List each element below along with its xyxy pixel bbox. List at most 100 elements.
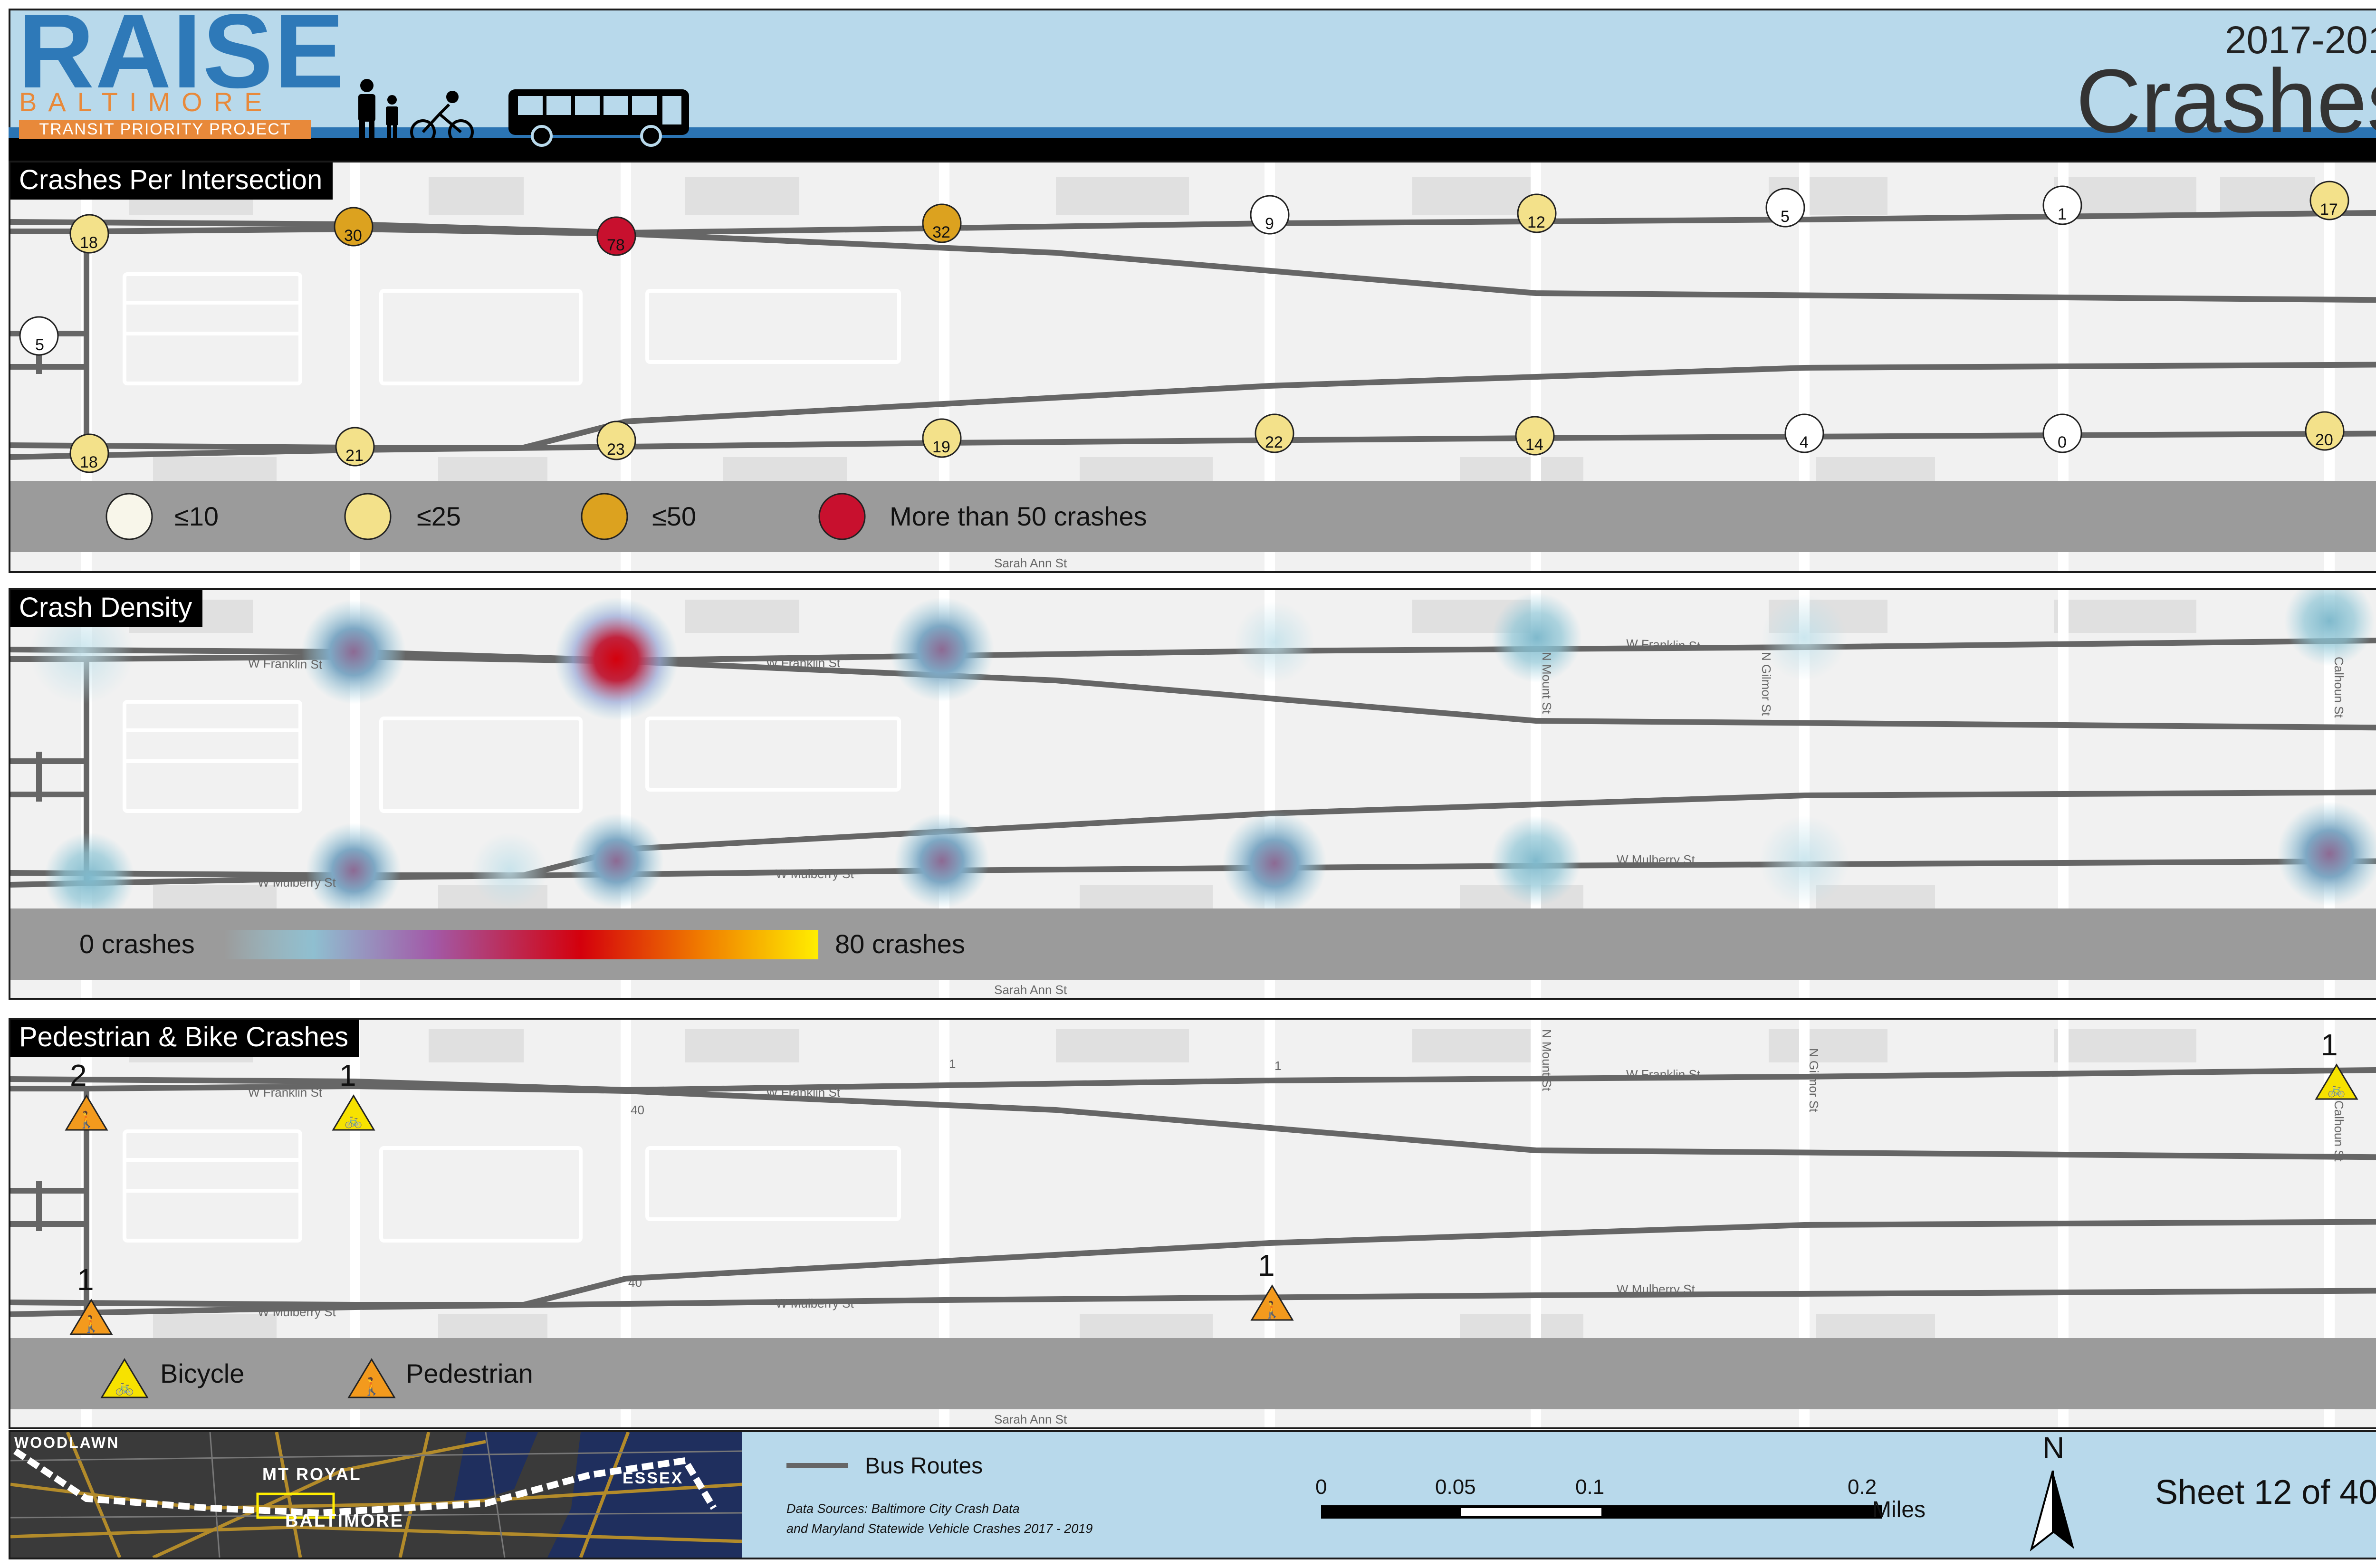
street-label-mulberry-5: W Mulberry St bbox=[776, 1296, 854, 1310]
svg-text:🚶: 🚶 bbox=[81, 1315, 101, 1333]
intersection-count-bottom-9: 20 bbox=[2315, 431, 2333, 449]
scale-tick-0-2: 0.2 bbox=[1848, 1475, 1877, 1499]
intersection-count-top-5: 9 bbox=[1265, 215, 1274, 233]
intersection-count-bottom-3: 23 bbox=[607, 440, 625, 459]
inset-label-baltimore: BALTIMORE bbox=[285, 1511, 404, 1531]
mode-icons bbox=[358, 79, 689, 147]
route-number-1: 1 bbox=[949, 1057, 956, 1071]
crash-count-3: 1 bbox=[2321, 1028, 2338, 1062]
logo-title: RAISE bbox=[18, 0, 345, 110]
scale-unit: Miles bbox=[1872, 1497, 1926, 1522]
legend-label-le50: ≤50 bbox=[652, 501, 697, 531]
street-label-franklin-6: W Franklin St bbox=[1626, 1067, 1701, 1081]
street-label-sarah-ann: Sarah Ann St bbox=[994, 556, 1067, 570]
ped-bike-markers: 🚶 🚲 🚲 🚶 🚶 bbox=[65, 1063, 2358, 1335]
page-title: Crashes bbox=[2076, 51, 2376, 152]
scale-tick-0-05: 0.05 bbox=[1435, 1475, 1476, 1499]
crash-count-4: 1 bbox=[77, 1262, 94, 1297]
north-label: N bbox=[2042, 1431, 2065, 1465]
street-label-mulberry-2: W Mulberry St bbox=[776, 867, 854, 881]
intersection-count-top-9: 17 bbox=[2320, 201, 2338, 219]
year-range: 2017-2019 bbox=[2224, 19, 2376, 62]
panel-title-crashes-per-intersection: Crashes Per Intersection bbox=[10, 163, 333, 200]
svg-text:🚲: 🚲 bbox=[2328, 1082, 2345, 1098]
intersection-count-top-4: 32 bbox=[932, 223, 950, 241]
legend-label-le25: ≤25 bbox=[417, 501, 461, 531]
intersection-count-bottom-1: 18 bbox=[80, 453, 98, 471]
logo-city: BALTIMORE bbox=[19, 87, 274, 117]
svg-text:🚶: 🚶 bbox=[77, 1110, 96, 1129]
intersection-count-top-1: 18 bbox=[80, 234, 98, 252]
inset-map bbox=[10, 1432, 742, 1558]
intersection-count-top-7: 5 bbox=[1781, 208, 1790, 226]
density-legend-max: 80 crashes bbox=[835, 929, 965, 959]
street-label-franklin-1: W Franklin St bbox=[248, 656, 323, 672]
header-stripe-black bbox=[9, 138, 2376, 161]
intersection-count-bottom-4: 19 bbox=[932, 438, 950, 456]
crash-count-5: 1 bbox=[1258, 1248, 1275, 1282]
density-legend-min: 0 crashes bbox=[79, 929, 195, 959]
panel-title-ped-bike-crashes: Pedestrian & Bike Crashes bbox=[10, 1020, 359, 1057]
street-label-franklin-5: W Franklin St bbox=[766, 1085, 841, 1100]
street-label-sarah-ann-3: Sarah Ann St bbox=[994, 1412, 1067, 1426]
intersection-count-bottom-6: 14 bbox=[1525, 436, 1543, 454]
street-label-franklin-2: W Franklin St bbox=[766, 656, 841, 670]
intersection-count-bottom-7: 4 bbox=[1800, 433, 1809, 451]
legend-bar-crashes-per-intersection bbox=[10, 481, 2376, 552]
street-label-gilmor-2: N Gilmor St bbox=[1807, 1048, 1821, 1112]
intersection-count-top-8: 1 bbox=[2058, 205, 2067, 223]
intersection-count-top-2: 30 bbox=[344, 227, 362, 245]
intersection-count-bottom-2: 21 bbox=[345, 447, 364, 465]
legend-bar-ped-bike bbox=[10, 1338, 2376, 1409]
inset-label-essex: ESSEX bbox=[623, 1469, 684, 1487]
panel-title-crash-density: Crash Density bbox=[10, 590, 203, 627]
density-hotspots bbox=[29, 590, 2376, 923]
legend-label-gt50: More than 50 crashes bbox=[890, 501, 1147, 531]
street-label-mulberry-3: W Mulberry St bbox=[1617, 852, 1695, 867]
street-label-mulberry-1: W Mulberry St bbox=[258, 875, 336, 889]
street-label-mulberry-6: W Mulberry St bbox=[1617, 1282, 1695, 1296]
street-label-mount: N Mount St bbox=[1540, 652, 1554, 714]
bus-icon bbox=[508, 89, 689, 147]
legend-label-le10: ≤10 bbox=[174, 501, 219, 531]
north-arrow-icon bbox=[2030, 1471, 2074, 1551]
data-source-line-1: Data Sources: Baltimore City Crash Data bbox=[786, 1501, 1020, 1516]
pedestrian-crash-marker-2: 🚶 bbox=[69, 1299, 113, 1335]
pedestrian-crash-marker-1: 🚶 bbox=[65, 1094, 108, 1131]
bus-routes-label: Bus Routes bbox=[865, 1453, 983, 1479]
inset-label-woodlawn: WOODLAWN bbox=[14, 1434, 120, 1451]
data-source-line-2: and Maryland Statewide Vehicle Crashes 2… bbox=[786, 1521, 1093, 1536]
scale-bar bbox=[1321, 1505, 1882, 1519]
intersection-count-side: 5 bbox=[35, 336, 44, 354]
crash-count-1: 2 bbox=[70, 1058, 87, 1092]
legend-label-pedestrian: Pedestrian bbox=[406, 1358, 533, 1388]
svg-text:🚶: 🚶 bbox=[1262, 1300, 1282, 1319]
street-label-mount-2: N Mount St bbox=[1540, 1029, 1554, 1091]
pedestrian-family-icon bbox=[358, 79, 398, 143]
street-label-sarah-ann-2: Sarah Ann St bbox=[994, 983, 1067, 997]
intersection-count-top-3: 78 bbox=[607, 236, 625, 254]
bicycle-crash-marker-1: 🚲 bbox=[332, 1094, 375, 1131]
street-label-franklin-3: W Franklin St bbox=[1626, 636, 1701, 653]
cyclist-icon bbox=[410, 91, 474, 145]
crash-count-2: 1 bbox=[339, 1058, 356, 1092]
route-number-4: 40 bbox=[628, 1275, 642, 1290]
street-label-mulberry-4: W Mulberry St bbox=[258, 1305, 336, 1319]
svg-text:🚲: 🚲 bbox=[345, 1113, 362, 1128]
scale-tick-0-1: 0.1 bbox=[1575, 1475, 1605, 1499]
intersection-count-bottom-8: 0 bbox=[2058, 433, 2067, 451]
logo-tagline: TRANSIT PRIORITY PROJECT bbox=[19, 120, 311, 139]
legend-bar-crash-density bbox=[10, 908, 2376, 980]
street-label-gilmor: N Gilmor St bbox=[1759, 652, 1773, 716]
route-number-2: 1 bbox=[1274, 1059, 1282, 1073]
intersection-count-top-6: 12 bbox=[1527, 213, 1545, 231]
pedestrian-crash-marker-3: 🚶 bbox=[1250, 1284, 1294, 1321]
bicycle-crash-marker-2: 🚲 bbox=[2315, 1063, 2358, 1100]
inset-label-mt-royal: MT ROYAL bbox=[262, 1464, 362, 1484]
street-label-calhoun: Calhoun St bbox=[2332, 657, 2346, 718]
panel-crashes-per-intersection: Crashes Per Intersection 18 30 78 32 bbox=[9, 161, 2376, 573]
legend-label-bicycle: Bicycle bbox=[160, 1358, 245, 1388]
intersection-count-bottom-5: 22 bbox=[1265, 433, 1283, 451]
sheet-label: Sheet 12 of 40 bbox=[2155, 1473, 2376, 1511]
bus-route-legend-line bbox=[786, 1463, 848, 1468]
